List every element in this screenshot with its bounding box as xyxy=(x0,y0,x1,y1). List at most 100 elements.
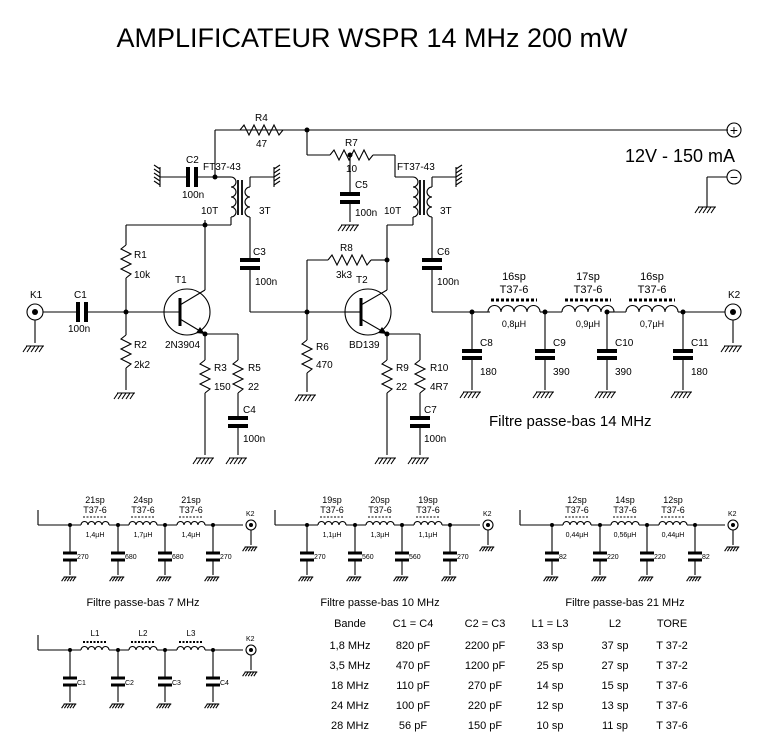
r1-ref: R1 xyxy=(134,250,147,261)
ground-symbol xyxy=(441,576,457,582)
coil-inductance: 0,44µH xyxy=(566,532,589,539)
r4-value: 47 xyxy=(256,139,268,150)
coil-turns: 17sp xyxy=(576,271,600,283)
r3-ref: R3 xyxy=(214,363,227,374)
coil-core: T37-6 xyxy=(320,505,344,515)
filter-capacitor xyxy=(395,551,409,562)
ground-symbol xyxy=(294,394,316,402)
table-header: Bande xyxy=(334,618,366,630)
coil-turns: 21sp xyxy=(181,495,201,505)
transistor-t2: T2 BD139 xyxy=(344,275,392,351)
table-cell: 270 pF xyxy=(468,680,503,692)
r6-value: 470 xyxy=(316,360,333,371)
ground-symbol xyxy=(225,457,247,465)
coil-turns: 21sp xyxy=(85,495,105,505)
table-cell: 13 sp xyxy=(602,700,629,712)
table-cell: 12 sp xyxy=(537,700,564,712)
capacitor-value: 220 xyxy=(607,554,619,561)
c4-value: 100n xyxy=(243,434,265,445)
ground-symbol xyxy=(459,391,481,399)
coil-core: T37-6 xyxy=(131,505,155,515)
table-header: TORE xyxy=(657,618,687,630)
c2-ref: C2 xyxy=(186,155,199,166)
coil-turns: 16sp xyxy=(640,271,664,283)
transformer-tr1: FT37-43 10T 3T xyxy=(201,162,274,258)
ground-symbol xyxy=(720,345,742,353)
table-cell: T 37-6 xyxy=(656,700,688,712)
ground-symbol xyxy=(204,703,220,709)
coil-ref: L1 xyxy=(91,629,100,638)
ground-symbol xyxy=(61,576,77,582)
filter-capacitor xyxy=(111,676,125,687)
filter-coil xyxy=(365,520,395,526)
ground-symbol xyxy=(670,391,692,399)
table-cell: 470 pF xyxy=(396,660,431,672)
ground-symbol xyxy=(455,164,463,187)
ground-symbol xyxy=(337,224,359,232)
filter-capacitor xyxy=(348,551,362,562)
capacitor-value: 82 xyxy=(559,554,567,561)
coil-turns: 20sp xyxy=(370,495,390,505)
ground-symbol xyxy=(407,457,429,465)
c3-ref: C3 xyxy=(253,247,266,258)
table-cell: T 37-2 xyxy=(656,660,688,672)
coil-inductance: 0,44µH xyxy=(662,532,685,539)
table-cell: T 37-6 xyxy=(656,720,688,732)
capacitor-ref: C3 xyxy=(172,680,181,687)
r2-value: 2k2 xyxy=(134,360,151,371)
filter-coil xyxy=(128,520,158,526)
ground-symbol xyxy=(113,392,135,400)
filter-coil xyxy=(128,645,158,651)
table-cell: 1,8 MHz xyxy=(330,640,371,652)
filter-coil xyxy=(413,520,443,526)
ground-symbol xyxy=(724,546,740,552)
transistor-t1: T1 2N3904 xyxy=(163,275,211,351)
c1-value: 100n xyxy=(68,324,90,335)
ground-symbol xyxy=(22,345,44,353)
table-header: C2 = C3 xyxy=(465,618,506,630)
table-cell: 2200 pF xyxy=(465,640,506,652)
capacitor-value: 680 xyxy=(125,554,137,561)
filter-capacitor xyxy=(158,551,172,562)
coil-turns: 19sp xyxy=(322,495,342,505)
filter-coil xyxy=(658,520,688,526)
filter-coil xyxy=(562,520,592,526)
coil-inductance: 0,7µH xyxy=(640,319,664,329)
filter-21mhz: 12spT37-60,44µH14spT37-60,56µH12spT37-60… xyxy=(519,495,740,609)
r10-value: 4R7 xyxy=(430,382,449,393)
main-filter-coil xyxy=(487,304,541,313)
capacitor-value: 390 xyxy=(615,367,632,378)
c3-value: 100n xyxy=(255,277,277,288)
ground-symbol xyxy=(109,703,125,709)
r7-value: 10 xyxy=(346,164,358,175)
filter-coil xyxy=(80,520,110,526)
c5-ref: C5 xyxy=(355,180,368,191)
coil-ref: L2 xyxy=(139,629,148,638)
coil-turns: 12sp xyxy=(567,495,587,505)
filter-caption: Filtre passe-bas 21 MHz xyxy=(565,597,684,609)
k2-label: K2 xyxy=(246,511,255,518)
capacitor-value: 560 xyxy=(362,554,374,561)
filter-capacitor xyxy=(206,551,220,562)
ground-symbol xyxy=(591,576,607,582)
ground-symbol xyxy=(479,546,495,552)
capacitor-value: 270 xyxy=(77,554,89,561)
ground-symbol xyxy=(374,457,396,465)
ground-symbol xyxy=(694,206,716,214)
table-cell: 1200 pF xyxy=(465,660,506,672)
table-cell: 15 sp xyxy=(602,680,629,692)
ground-symbol xyxy=(204,576,220,582)
table-cell: 33 sp xyxy=(537,640,564,652)
tr2-primary: 10T xyxy=(384,206,401,217)
filter-capacitor xyxy=(443,551,457,562)
r5-ref: R5 xyxy=(248,363,261,374)
input-connector-k1: K1 xyxy=(26,290,44,343)
plus-terminal-label: + xyxy=(730,122,738,138)
main-filter-coil xyxy=(625,304,679,313)
table-header: C1 = C4 xyxy=(393,618,434,630)
coil-inductance: 1,1µH xyxy=(419,532,438,539)
ground-symbol xyxy=(153,164,161,187)
r7-ref: R7 xyxy=(345,138,358,149)
coil-inductance: 0,8µH xyxy=(502,319,526,329)
